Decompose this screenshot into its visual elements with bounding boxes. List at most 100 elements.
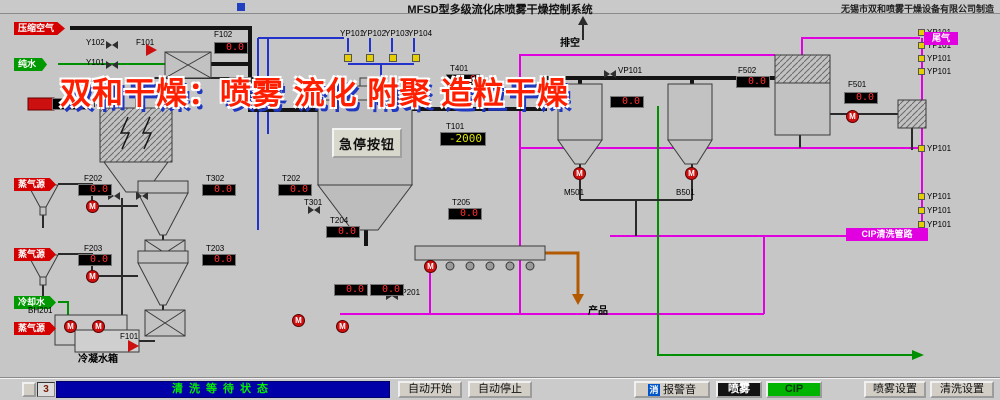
spray-settings-button[interactable]: 喷雾设置	[864, 381, 926, 398]
clean-settings-button[interactable]: 清洗设置	[930, 381, 994, 398]
tag-b501: B501	[676, 188, 695, 197]
tag-f203: F203	[84, 244, 103, 253]
display-t302: 0.0	[202, 184, 236, 196]
tag-t204: T204	[330, 216, 349, 225]
tag-yp102: YP102	[362, 29, 387, 38]
hopper2-discharge-valve[interactable]: M	[685, 167, 698, 180]
scrubber-pump-motor[interactable]: M	[846, 110, 859, 123]
pump-f101-condensate-icon[interactable]	[128, 340, 139, 352]
valve-indicator-icon	[918, 207, 925, 214]
tag-yp101: YP101	[340, 29, 365, 38]
cip-mode-button[interactable]: CIP	[766, 381, 822, 398]
tag-condensate-tank: 冷凝水箱	[78, 354, 118, 365]
display-t201: 0.0	[52, 98, 86, 110]
tag-vent: 排空	[560, 38, 580, 49]
display-hopper: 0.0	[610, 96, 644, 108]
transfer-pump-1[interactable]: M	[292, 314, 305, 327]
process-diagram: 压缩空气 纯水 蒸气源 蒸气源 冷却水 蒸气源 Y102 F101 Y101 F…	[0, 14, 1000, 378]
tag-bh201: BH201	[28, 306, 53, 315]
source-pure-water: 纯水	[14, 58, 48, 71]
display-t202: 0.0	[278, 184, 312, 196]
bh201-fan-2[interactable]: M	[92, 320, 105, 333]
display-f501: 0.0	[844, 92, 878, 104]
source-steam-2: 蒸气源	[14, 248, 57, 261]
display-f502: 0.0	[736, 76, 770, 88]
yp101-valve-icon[interactable]	[344, 54, 352, 62]
display-t204: 0.0	[326, 226, 360, 238]
yp101-right-valve-8[interactable]: YP101	[918, 220, 951, 229]
bh201-fan-1[interactable]: M	[64, 320, 77, 333]
spray-mode-button[interactable]: 喷雾	[716, 381, 762, 398]
source-steam-1: 蒸气源	[14, 178, 57, 191]
tag-t301: T301	[304, 198, 323, 207]
tag-vp101: VP101	[618, 66, 643, 75]
tag-f502: F502	[738, 66, 757, 75]
manufacturer-label: 无锡市双和喷雾干燥设备有限公司制造	[840, 4, 994, 14]
tag-t302: T302	[206, 174, 225, 183]
pump-f203-motor[interactable]: M	[86, 270, 99, 283]
yp101-right-valve-6[interactable]: YP101	[918, 192, 951, 201]
page-selector[interactable]: 3	[22, 382, 55, 397]
yp103-valve-icon[interactable]	[389, 54, 397, 62]
page-title: MFSD型多级流化床喷雾干燥控制系统	[407, 4, 593, 16]
source-cooling-water: 冷却水	[14, 296, 57, 309]
source-steam-3: 蒸气源	[14, 322, 57, 335]
title-bar: MFSD型多级流化床喷雾干燥控制系统 无锡市双和喷雾干燥设备有限公司制造	[0, 0, 1000, 16]
yp101-right-valve-5[interactable]: YP101	[918, 144, 951, 153]
yp101-right-valve-3[interactable]: YP101	[918, 54, 951, 63]
tag-vp201: VP201	[396, 288, 421, 297]
valve-tag: YP101	[927, 144, 952, 153]
display-belt-2: 0.0	[370, 284, 404, 296]
valve-indicator-icon	[918, 221, 925, 228]
pump-f101-icon[interactable]	[146, 44, 157, 56]
valve-tag: YP101	[927, 220, 952, 229]
tag-f102: F102	[214, 30, 233, 39]
yp101-right-valve-2[interactable]: YP101	[918, 41, 951, 50]
inlet-air-pipes	[257, 37, 415, 230]
yp101-right-valve-7[interactable]: YP101	[918, 206, 951, 215]
page-number: 3	[37, 382, 55, 397]
tag-f101: F101	[136, 38, 155, 47]
valve-tag: YP101	[927, 206, 952, 215]
display-t101: -2000	[440, 132, 486, 146]
display-t205: 0.0	[448, 208, 482, 220]
yp101-right-valve-4[interactable]: YP101	[918, 67, 951, 76]
tag-t201: T201	[92, 100, 111, 109]
piping-layer	[27, 16, 927, 360]
yp104-valve-icon[interactable]	[412, 54, 420, 62]
tag-y101: Y101	[86, 58, 105, 67]
tag-f501: F501	[848, 80, 867, 89]
process-pipes	[42, 24, 913, 342]
hopper1-discharge-valve[interactable]: M	[573, 167, 586, 180]
tail-gas-label: 尾气	[924, 32, 958, 45]
source-compressed-air: 压缩空气	[14, 22, 66, 35]
display-f203: 0.0	[78, 254, 112, 266]
transfer-pump-2[interactable]: M	[336, 320, 349, 333]
valve-tag: YP101	[927, 54, 952, 63]
tag-t401: T401	[450, 64, 469, 73]
display-belt-1: 0.0	[334, 284, 368, 296]
valve-indicator-icon	[918, 193, 925, 200]
conveyor-discharge-valve[interactable]: M	[424, 260, 437, 273]
tag-yp103: YP103	[385, 29, 410, 38]
mute-alarm-button[interactable]: 消 报警音	[634, 381, 710, 398]
valve-tag: YP101	[927, 41, 952, 50]
vent-arrow	[578, 16, 588, 25]
page-selector-icon[interactable]	[22, 382, 36, 397]
valve-tag: YP101	[927, 67, 952, 76]
emergency-stop-button[interactable]: 急停按钮	[332, 128, 402, 158]
valve-indicator-icon	[918, 145, 925, 152]
tag-f202: F202	[84, 174, 103, 183]
tag-y102: Y102	[86, 38, 105, 47]
water-arrow	[912, 350, 924, 360]
pump-f202-motor[interactable]: M	[86, 200, 99, 213]
water-pipes	[58, 63, 912, 356]
auto-stop-button[interactable]: 自动停止	[468, 381, 532, 398]
valve-indicator-icon	[918, 68, 925, 75]
speaker-mute-icon: 消	[648, 383, 660, 396]
auto-start-button[interactable]: 自动开始	[398, 381, 462, 398]
yp102-valve-icon[interactable]	[366, 54, 374, 62]
product-pipe	[545, 251, 580, 294]
equipment-shapes	[27, 51, 927, 353]
